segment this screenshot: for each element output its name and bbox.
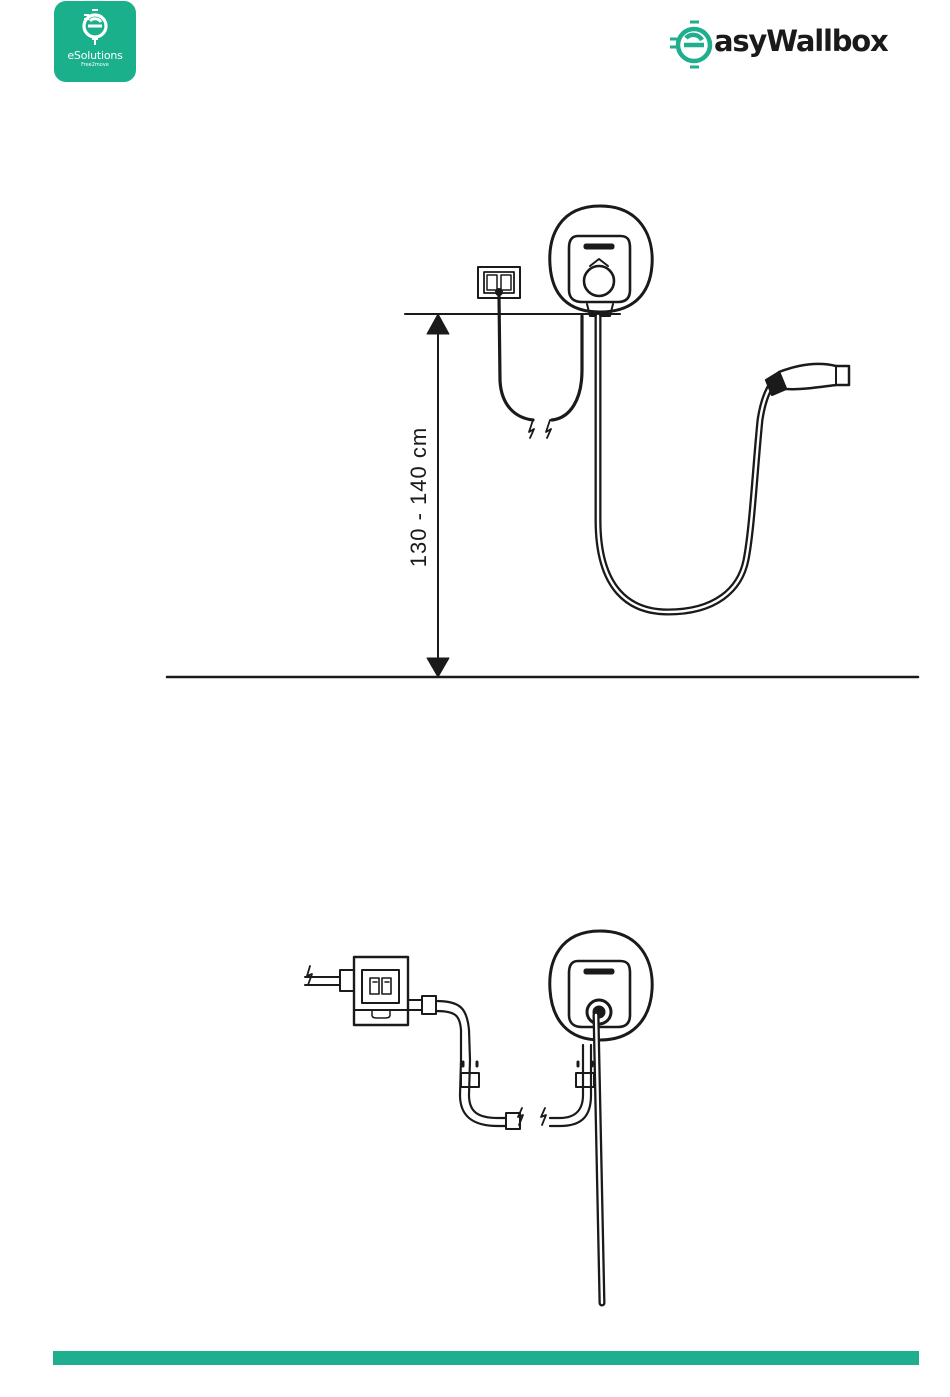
charger-supply-cable bbox=[552, 316, 582, 420]
wall-socket bbox=[478, 267, 520, 298]
footer-accent-bar bbox=[53, 1351, 919, 1365]
junction-box bbox=[354, 957, 408, 1025]
charging-connector bbox=[766, 364, 849, 395]
charging-cable bbox=[598, 316, 772, 612]
wallbox-charger-front bbox=[550, 931, 652, 1040]
wiring-figure bbox=[305, 931, 652, 1303]
installation-height-label: 130 - 140 cm bbox=[406, 427, 432, 567]
wallbox-charger bbox=[550, 206, 652, 316]
